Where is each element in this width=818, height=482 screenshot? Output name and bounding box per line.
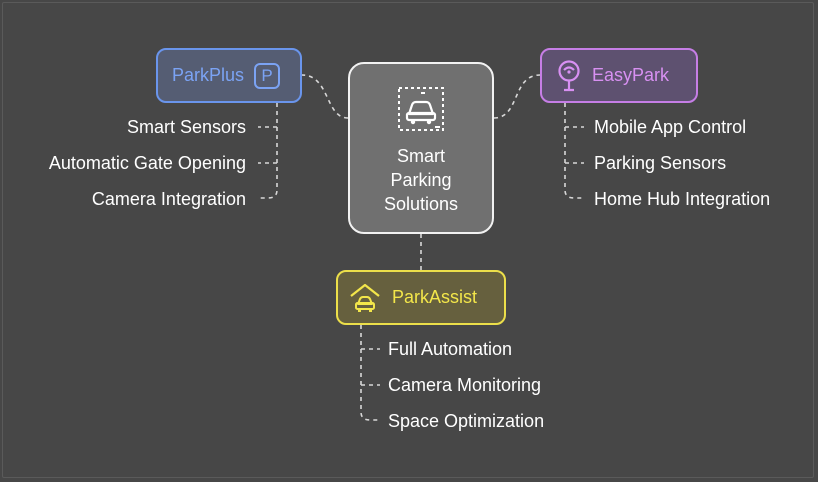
- tree-parkassist: [360, 325, 380, 421]
- center-node: Smart Parking Solutions: [348, 62, 494, 234]
- easypark-node: EasyPark: [540, 48, 698, 103]
- easypark-item: Home Hub Integration: [594, 189, 771, 209]
- parking-meter-icon: [558, 59, 580, 91]
- tree-easypark: [564, 103, 584, 199]
- easypark-item: Parking Sensors: [594, 153, 727, 173]
- parkplus-title: ParkPlus: [172, 65, 245, 85]
- easypark-item: Mobile App Control: [594, 117, 747, 137]
- parking-p-icon: P: [254, 62, 281, 89]
- parkplus-item: Automatic Gate Opening: [48, 153, 246, 173]
- car-garage-icon: [350, 283, 380, 312]
- parkplus-item: Camera Integration: [91, 189, 246, 209]
- connector-parkplus: [301, 74, 349, 119]
- center-title: Smart Parking Solutions: [383, 146, 459, 214]
- car-selection-icon: [398, 87, 444, 131]
- parkplus-node: ParkPlus P: [156, 48, 302, 103]
- easypark-title: EasyPark: [592, 65, 670, 85]
- parkassist-title: ParkAssist: [392, 287, 478, 307]
- parkassist-item: Space Optimization: [388, 411, 545, 431]
- connector-easypark: [493, 74, 541, 119]
- parkplus-item: Smart Sensors: [126, 117, 246, 137]
- parkassist-item: Full Automation: [388, 339, 513, 359]
- parkassist-node: ParkAssist: [336, 270, 506, 325]
- tree-parkplus: [258, 103, 278, 199]
- parkassist-item: Camera Monitoring: [388, 375, 542, 395]
